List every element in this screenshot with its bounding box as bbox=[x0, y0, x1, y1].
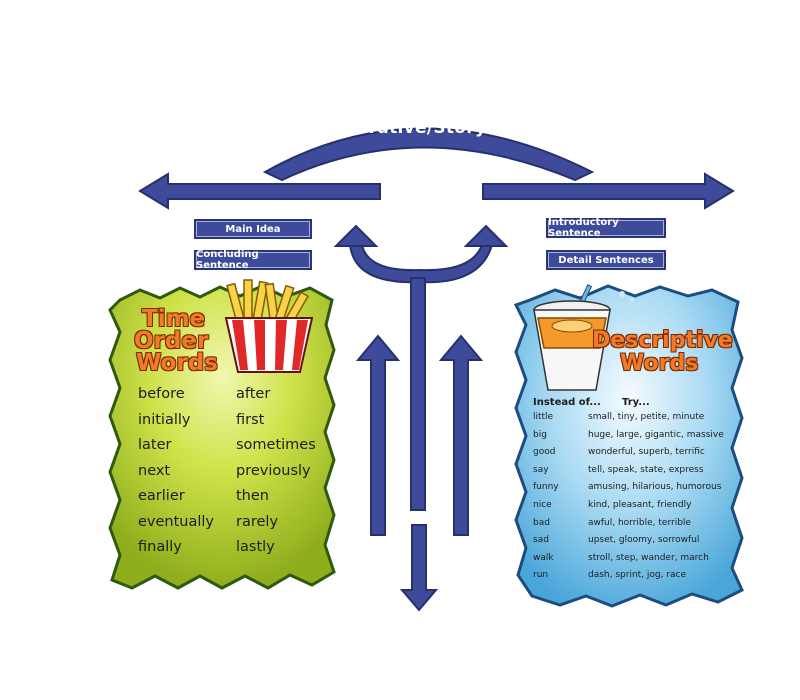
instead-of-header: Instead of... bbox=[533, 397, 601, 408]
try-header: Try... bbox=[622, 397, 650, 408]
u-curve-arrow bbox=[333, 224, 509, 284]
title-banner bbox=[262, 127, 595, 182]
instead-word: big bbox=[533, 429, 547, 440]
time-word-left: next bbox=[138, 462, 171, 479]
time-word-right: lastly bbox=[236, 539, 275, 555]
introductory-sentence-label: Introductory Sentence bbox=[546, 217, 666, 239]
try-words: stroll, step, wander, march bbox=[588, 552, 709, 563]
time-word-right: first bbox=[236, 411, 265, 428]
time-word-right: after bbox=[236, 386, 271, 402]
time-word-right: previously bbox=[236, 462, 311, 479]
instead-word: bad bbox=[533, 517, 550, 528]
instead-word: sad bbox=[533, 535, 549, 546]
instead-word: run bbox=[533, 570, 549, 581]
instead-word: little bbox=[533, 412, 554, 422]
try-words: wonderful, superb, terrific bbox=[588, 447, 705, 458]
instead-word: walk bbox=[533, 552, 554, 563]
descriptive-heading-line2: Words bbox=[620, 351, 699, 376]
time-word-right: rarely bbox=[236, 513, 279, 530]
time-order-heading-line2: Order bbox=[134, 328, 209, 354]
try-words: tell, speak, state, express bbox=[588, 464, 704, 475]
instead-word: good bbox=[533, 447, 556, 458]
descriptive-heading-line1: Descriptive bbox=[592, 328, 733, 353]
drink-cup-illustration bbox=[533, 284, 634, 391]
time-word-left: initially bbox=[138, 411, 191, 428]
center-stem bbox=[410, 277, 426, 511]
right-up-arrow bbox=[438, 334, 484, 536]
french-fries-illustration bbox=[224, 279, 314, 373]
bottom-down-arrow bbox=[399, 524, 439, 612]
try-words: small, tiny, petite, minute bbox=[588, 412, 705, 422]
detail-sentences-label: Detail Sentences bbox=[546, 250, 666, 270]
concluding-sentence-label: Concluding Sentence bbox=[194, 249, 312, 271]
try-words: upset, gloomy, sorrowful bbox=[588, 535, 700, 546]
time-order-heading-line1: Time bbox=[142, 306, 206, 332]
time-word-left: later bbox=[138, 437, 172, 453]
try-words: awful, horrible, terrible bbox=[588, 517, 691, 528]
left-up-arrow bbox=[355, 334, 401, 536]
instead-word: funny bbox=[533, 482, 559, 493]
time-word-left: before bbox=[138, 386, 185, 402]
instead-word: nice bbox=[533, 500, 552, 510]
right-arrow bbox=[482, 172, 735, 210]
instead-word: say bbox=[533, 464, 549, 475]
time-order-heading-line3: Words bbox=[136, 350, 218, 376]
main-idea-label: Main Idea bbox=[194, 219, 312, 239]
left-arrow bbox=[138, 172, 381, 210]
try-words: kind, pleasant, friendly bbox=[588, 500, 692, 510]
time-word-right: then bbox=[236, 488, 269, 504]
title: Narrative/Story bbox=[333, 118, 487, 138]
try-words: amusing, hilarious, humorous bbox=[588, 482, 722, 493]
time-word-left: earlier bbox=[138, 488, 185, 504]
time-word-left: finally bbox=[138, 539, 182, 555]
time-word-left: eventually bbox=[138, 513, 215, 530]
try-words: huge, large, gigantic, massive bbox=[588, 429, 724, 440]
try-words: dash, sprint, jog, race bbox=[588, 570, 687, 581]
time-word-right: sometimes bbox=[236, 437, 316, 453]
